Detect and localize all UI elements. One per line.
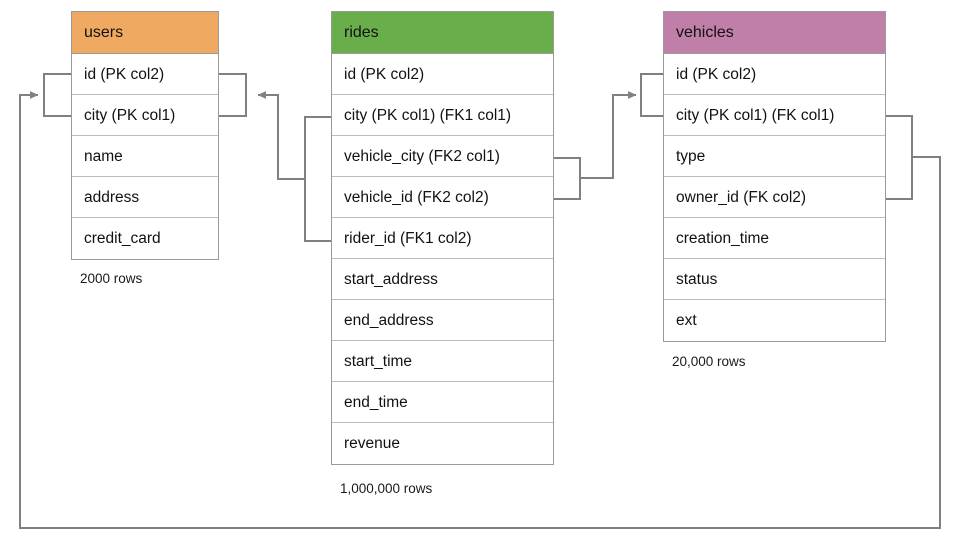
table-users[interactable]: users id (PK col2) city (PK col1) name a… [71, 11, 219, 260]
table-users-column-2[interactable]: name [72, 136, 218, 177]
table-users-title: users [72, 12, 218, 54]
table-vehicles-row-count: 20,000 rows [672, 354, 746, 369]
edge-rides-left-bracket [304, 116, 331, 242]
edge-rides-right-bracket [554, 157, 581, 200]
table-rides-row-count: 1,000,000 rows [340, 481, 433, 496]
table-users-column-3[interactable]: address [72, 177, 218, 218]
table-rides-column-2[interactable]: vehicle_city (FK2 col1) [332, 136, 553, 177]
edge-users-right-bracket [219, 73, 247, 117]
table-rides[interactable]: rides id (PK col2) city (PK col1) (FK1 c… [331, 11, 554, 465]
table-vehicles-column-5[interactable]: status [664, 259, 885, 300]
table-vehicles-column-4[interactable]: creation_time [664, 218, 885, 259]
table-rides-column-7[interactable]: start_time [332, 341, 553, 382]
table-users-row-count: 2000 rows [80, 271, 143, 286]
table-vehicles[interactable]: vehicles id (PK col2) city (PK col1) (FK… [663, 11, 886, 342]
table-users-column-0[interactable]: id (PK col2) [72, 54, 218, 95]
edge-users-left-bracket [43, 73, 71, 117]
table-users-column-1[interactable]: city (PK col1) [72, 95, 218, 136]
table-vehicles-column-2[interactable]: type [664, 136, 885, 177]
table-rides-column-1[interactable]: city (PK col1) (FK1 col1) [332, 95, 553, 136]
table-vehicles-title: vehicles [664, 12, 885, 54]
table-users-column-4[interactable]: credit_card [72, 218, 218, 259]
table-rides-column-4[interactable]: rider_id (FK1 col2) [332, 218, 553, 259]
table-rides-column-8[interactable]: end_time [332, 382, 553, 423]
edge-rides-fk2-to-vehicles [580, 91, 637, 179]
edge-rides-fk1-to-users [257, 91, 305, 180]
table-rides-column-0[interactable]: id (PK col2) [332, 54, 553, 95]
table-vehicles-column-3[interactable]: owner_id (FK col2) [664, 177, 885, 218]
edge-vehicles-left-bracket [640, 73, 663, 117]
table-rides-title: rides [332, 12, 553, 54]
table-rides-column-6[interactable]: end_address [332, 300, 553, 341]
table-rides-column-9[interactable]: revenue [332, 423, 553, 464]
table-vehicles-column-1[interactable]: city (PK col1) (FK col1) [664, 95, 885, 136]
table-rides-column-3[interactable]: vehicle_id (FK2 col2) [332, 177, 553, 218]
table-vehicles-column-6[interactable]: ext [664, 300, 885, 341]
table-rides-column-5[interactable]: start_address [332, 259, 553, 300]
edge-vehicles-right-bracket [886, 115, 913, 200]
table-vehicles-column-0[interactable]: id (PK col2) [664, 54, 885, 95]
